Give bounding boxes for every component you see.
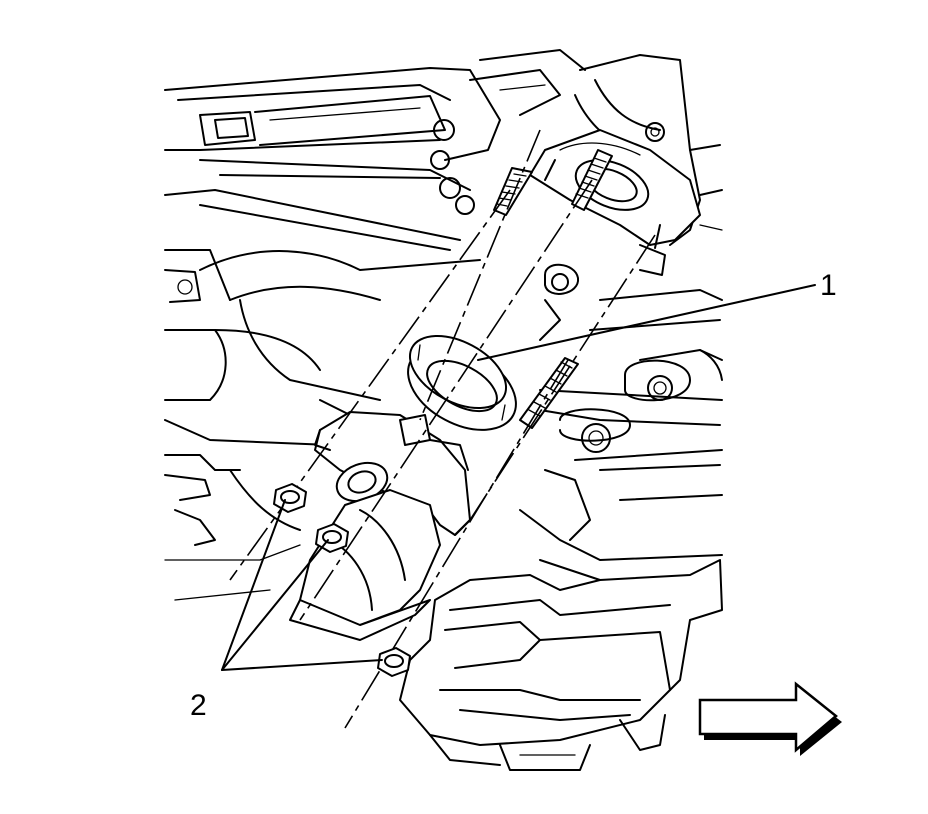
nut (273, 483, 307, 513)
leader-line-2b (221, 539, 329, 671)
callout-2-label: 2 (190, 689, 207, 722)
alignment-axes (229, 129, 656, 729)
engine-block-background (164, 49, 723, 771)
gasket (407, 334, 517, 431)
flange-nuts (273, 483, 411, 677)
upper-mounting-flange (529, 129, 701, 249)
leader-lines (221, 284, 816, 671)
leader-line-2c (221, 659, 383, 671)
callout-1-label: 1 (820, 269, 837, 302)
leader-line-1 (477, 284, 816, 361)
right-arrow-icon (698, 681, 842, 756)
nut (377, 647, 411, 677)
leader-line-2a (221, 499, 286, 671)
